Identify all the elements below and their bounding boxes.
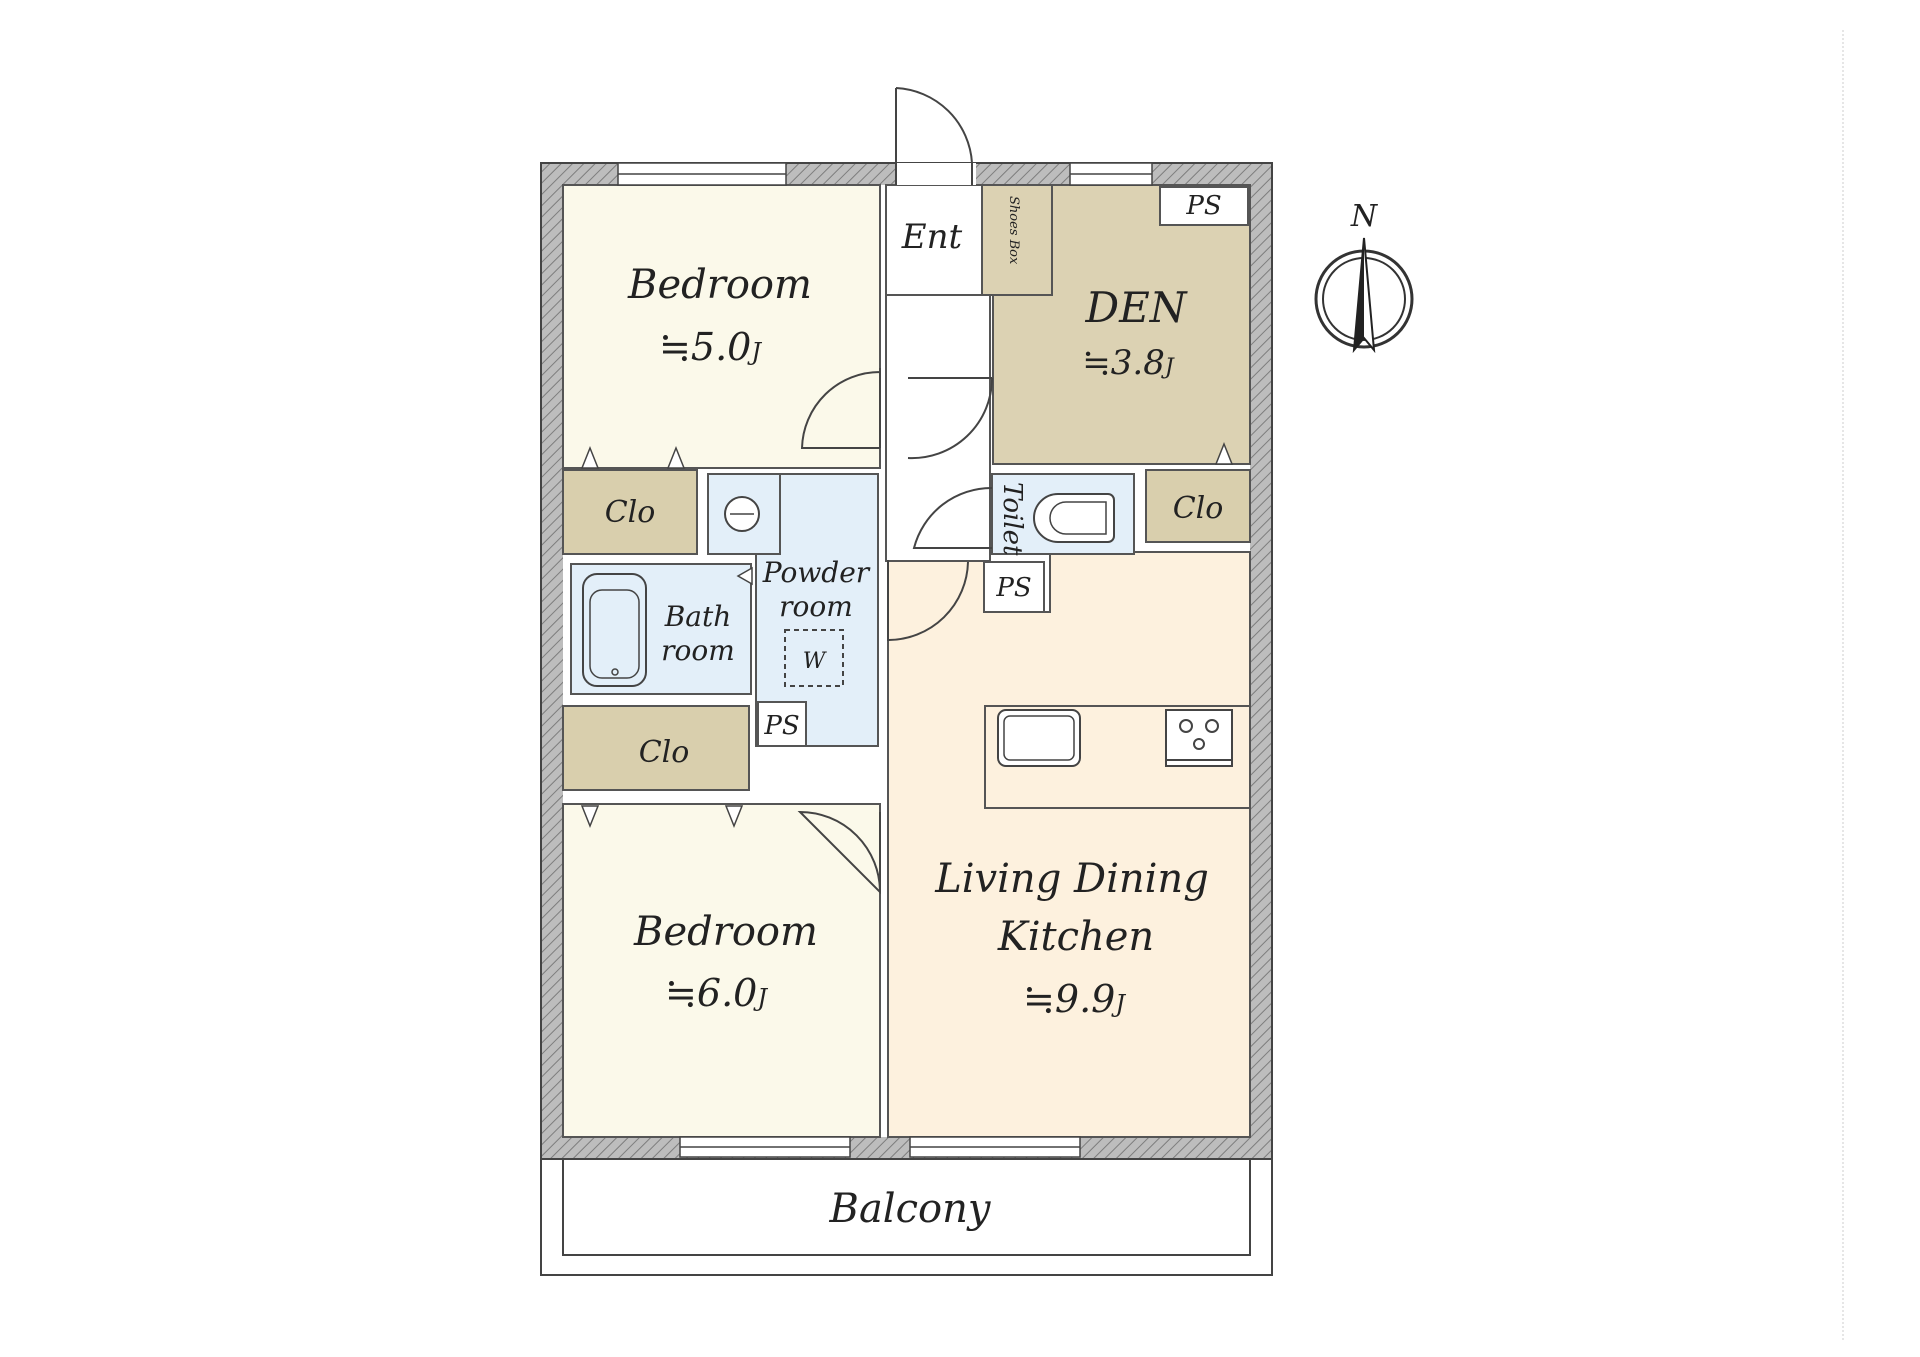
north-label: N	[1350, 199, 1379, 234]
powder-label-line2: room	[779, 590, 853, 623]
ldk-size: ≒9.9J	[1023, 977, 1126, 1021]
ps-top-right-label: PS	[1185, 191, 1221, 221]
ldk-label-line1: Living Dining	[934, 856, 1209, 902]
toilet-label: Toilet	[997, 482, 1027, 556]
ldk-label-line2: Kitchen	[997, 914, 1154, 960]
north-arrow-icon: N	[1314, 199, 1414, 354]
bedroom-2-size: ≒6.0J	[665, 971, 768, 1015]
closet-top-right	[1145, 469, 1251, 543]
page-edge-divider	[1842, 30, 1844, 1340]
closet-mid-left	[562, 705, 750, 791]
bath-label-line2: room	[661, 634, 735, 667]
bedroom-1-label: Bedroom	[627, 262, 812, 308]
ps-box-left	[757, 701, 807, 747]
kitchen-counter	[984, 705, 1251, 809]
entrance-area	[885, 184, 983, 296]
doors	[797, 87, 994, 895]
room-bedroom-2	[562, 803, 881, 1138]
shoes-box	[981, 184, 1053, 296]
bedroom-1-size: ≒5.0J	[659, 325, 762, 369]
den-label: DEN	[1084, 283, 1187, 332]
den-size: ≒3.8J	[1082, 343, 1175, 383]
entrance-label: Ent	[901, 217, 963, 257]
washer-space	[784, 629, 844, 687]
balcony	[540, 1158, 1273, 1276]
bathtub-icon	[582, 573, 647, 687]
closet-mid-left-label: Clo	[639, 735, 690, 770]
shoes-box-label: Shoes Box	[1006, 196, 1021, 265]
bedroom-2-label: Bedroom	[633, 909, 818, 955]
bath-label-line1: Bath	[664, 600, 732, 633]
ps-box-center	[983, 561, 1045, 613]
ps-left-label: PS	[763, 711, 799, 741]
toilet-icon	[1033, 493, 1115, 543]
closet-top-left	[562, 469, 698, 555]
ps-center-label: PS	[995, 573, 1031, 603]
balcony-label: Balcony	[829, 1186, 992, 1232]
windows	[617, 162, 1153, 1158]
closet-top-left-label: Clo	[605, 495, 656, 530]
kitchen-sink-icon	[997, 709, 1081, 767]
closet-markers	[580, 441, 1234, 829]
basin-counter	[707, 473, 781, 555]
powder-label-line1: Powder	[762, 556, 871, 589]
washer-label: W	[803, 649, 828, 674]
room-ldk	[887, 551, 1251, 1138]
closet-top-right-label: Clo	[1173, 491, 1224, 526]
ps-box-top-right	[1159, 186, 1249, 226]
